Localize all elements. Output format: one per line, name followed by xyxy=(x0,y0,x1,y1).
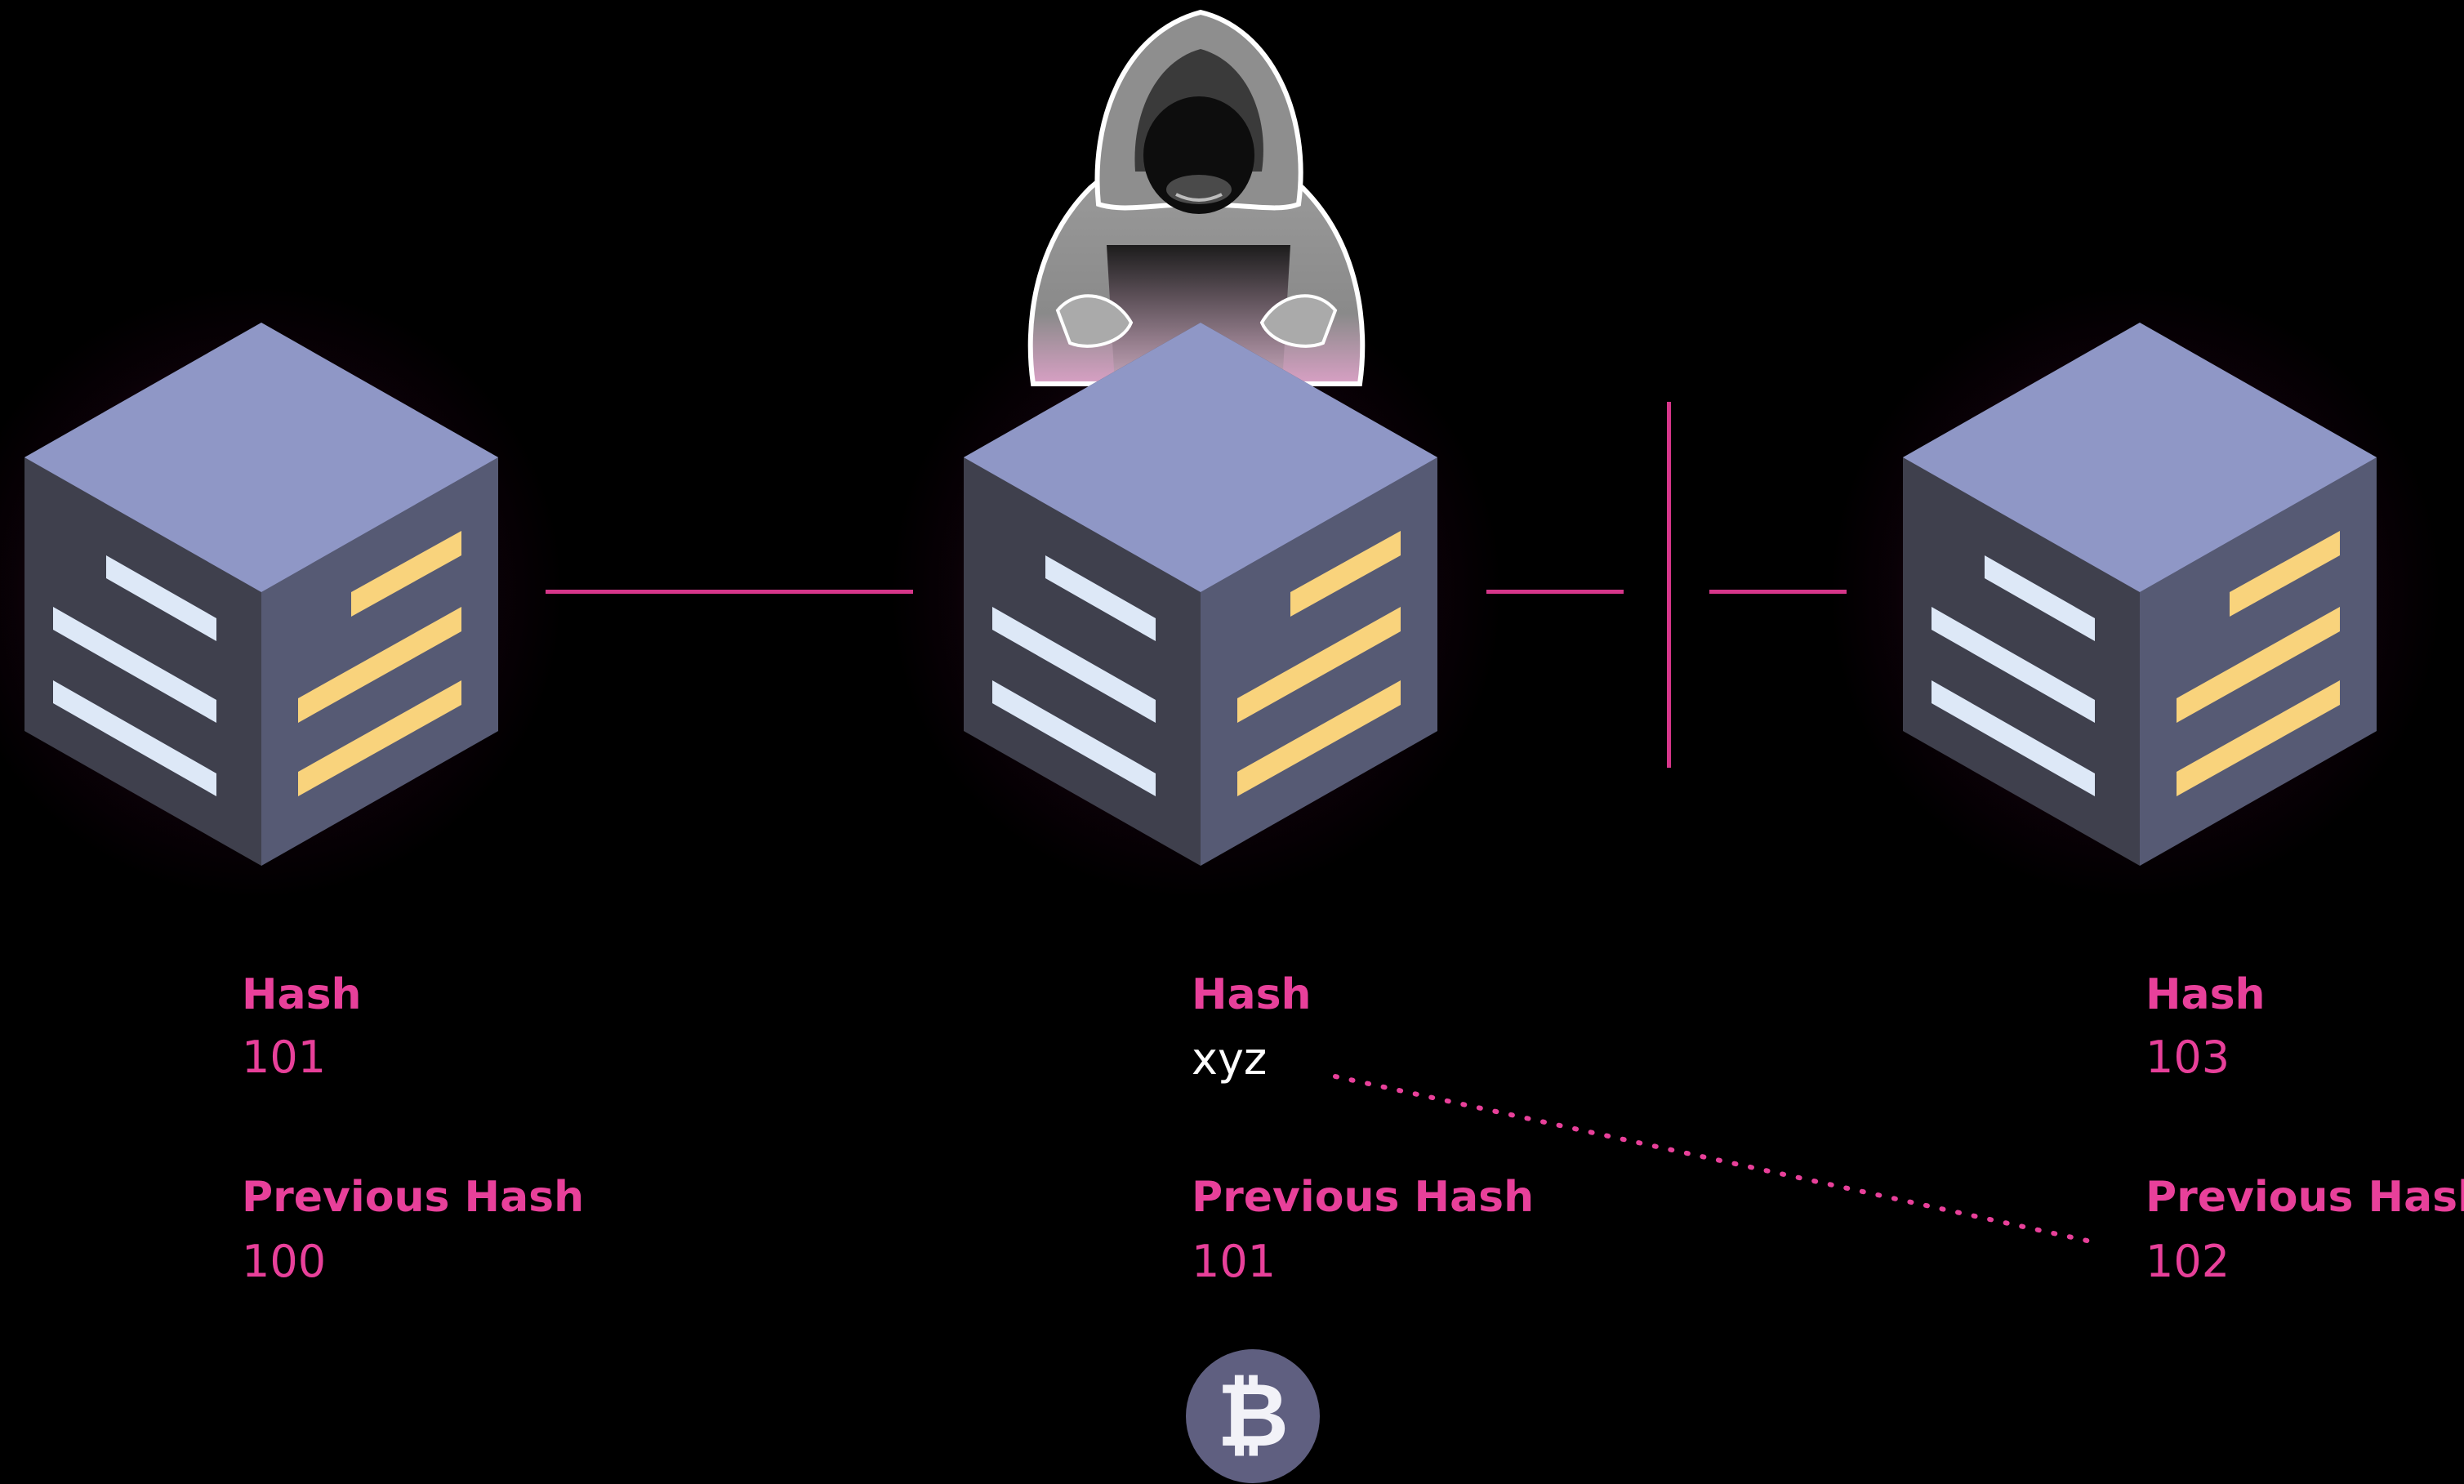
block-2-prev-hash-label: Previous Hash xyxy=(1192,1173,1535,1222)
block-1-prev-hash-value: 100 xyxy=(242,1236,327,1287)
bitcoin-icon: ₿ xyxy=(1216,1365,1289,1467)
chain-break-marker xyxy=(1667,402,1671,768)
block-1-hash-value: 101 xyxy=(242,1032,327,1083)
chain-link-2-break-right xyxy=(1709,590,1847,594)
bitcoin-badge: ₿ xyxy=(1186,1349,1320,1483)
block-2-hash-value: xyz xyxy=(1192,1033,1268,1085)
block-3-hash-value: 103 xyxy=(2145,1032,2230,1083)
block-1-hash-label: Hash xyxy=(242,970,362,1019)
block-1-cube xyxy=(25,323,498,866)
block-3-prev-hash-value: 102 xyxy=(2145,1236,2230,1287)
block-3-hash-label: Hash xyxy=(2145,970,2266,1019)
block-2-prev-hash-value: 101 xyxy=(1192,1236,1277,1287)
block-2-hash-label: Hash xyxy=(1192,970,1312,1019)
block-1-prev-hash-label: Previous Hash xyxy=(242,1173,585,1222)
block-3-cube xyxy=(1903,323,2377,866)
block-2-cube xyxy=(964,323,1437,866)
block-3-prev-hash-label: Previous Hash xyxy=(2145,1173,2464,1222)
chain-link-2-break-left xyxy=(1486,590,1624,594)
chain-link-1-2 xyxy=(546,590,913,594)
